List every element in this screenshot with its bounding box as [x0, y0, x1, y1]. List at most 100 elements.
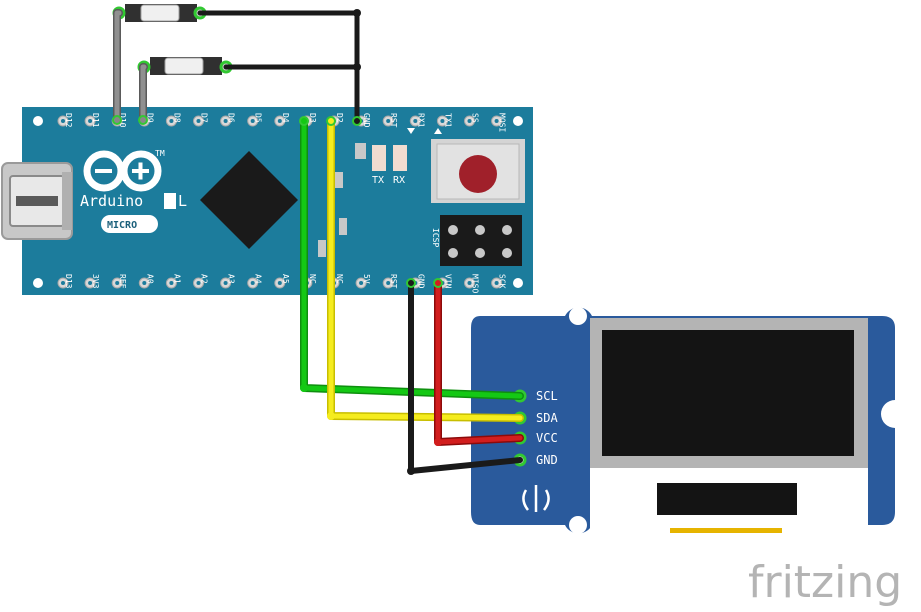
top-pin-hole [223, 119, 228, 123]
oled-mount-hole [887, 405, 905, 423]
oled-module: SCL SDA VCC GND [471, 307, 905, 534]
bottom-pin-label: A0 [145, 274, 154, 284]
mounting-hole [33, 278, 43, 288]
top-pin-hole [277, 119, 282, 123]
pin-marker [434, 128, 442, 134]
top-pin-hole [250, 119, 255, 123]
wire-node [406, 278, 416, 288]
bottom-pin-label: 5V [362, 274, 371, 284]
wire-node [353, 63, 361, 71]
arduino-micro-board: TM Arduino L MICRO TX RX ICSP [1, 107, 533, 295]
top-pin-label: D4 [281, 113, 290, 123]
bottom-pin-hole [359, 281, 364, 285]
oled-mount-hole [569, 307, 587, 325]
wire-node [112, 115, 122, 125]
smd-component [318, 240, 326, 257]
oled-screen [602, 330, 854, 456]
icsp-header [440, 215, 522, 266]
led-rx [393, 145, 407, 171]
brand-suffix-box [164, 193, 176, 209]
top-pin-label: D7 [200, 113, 209, 123]
top-pin-label: D10 [118, 113, 127, 128]
wire-node [352, 116, 362, 126]
oled-pin-label: SCL [536, 389, 558, 403]
wire-node [299, 116, 309, 126]
bottom-pin-hole [467, 281, 472, 285]
bottom-pin-label: REF [118, 274, 127, 289]
fritzing-watermark: fritzing [748, 557, 902, 608]
arduino-model-label: MICRO [107, 220, 137, 231]
arduino-brand-suffix: L [178, 192, 187, 210]
wire-gray-d11-inner [114, 10, 122, 123]
top-pin-label: GND [362, 113, 371, 128]
pushbutton-2[interactable] [137, 57, 233, 75]
mounting-hole [33, 116, 43, 126]
led-tx-label: TX [372, 175, 384, 186]
mounting-hole [513, 116, 523, 126]
arduino-logo: TM [83, 149, 165, 192]
reset-button[interactable] [431, 139, 525, 203]
top-pin-hole [196, 119, 201, 123]
wires [112, 9, 524, 475]
led-tx [372, 145, 386, 171]
top-pin-label: D8 [172, 113, 181, 123]
smd-component [355, 143, 366, 159]
top-pin-label: D6 [227, 113, 236, 123]
wire-node [138, 115, 148, 125]
top-pin-hole [494, 119, 499, 123]
icsp-label: ICSP [431, 228, 440, 247]
arduino-brand-label: Arduino [80, 192, 143, 210]
bottom-pin-hole [223, 281, 228, 285]
oled-mount-hole [569, 516, 587, 534]
top-pin-label: D2 [335, 113, 344, 123]
wire-node [433, 278, 443, 288]
bottom-pin-hole [494, 281, 499, 285]
wire-node [434, 438, 442, 446]
bottom-pin-label: A1 [172, 274, 181, 284]
bottom-pin-label: RST [389, 274, 398, 289]
top-pin-label: RST [389, 113, 398, 128]
pushbutton-1[interactable] [112, 4, 207, 22]
oled-ribbon [657, 483, 797, 515]
bottom-pin-hole [250, 281, 255, 285]
model-badge [101, 215, 158, 233]
smd-component [339, 218, 347, 235]
bottom-pin-hole [196, 281, 201, 285]
wire-node [326, 116, 336, 126]
bottom-pin-label: NC [308, 274, 317, 284]
top-pin-hole [386, 119, 391, 123]
wire-node [407, 467, 415, 475]
bottom-pin-hole [115, 281, 120, 285]
bottom-pin-hole [142, 281, 147, 285]
bottom-pin-hole [169, 281, 174, 285]
arduino-tm-label: TM [155, 149, 165, 158]
bottom-pin-label: GND [416, 274, 425, 289]
pin-marker [407, 128, 415, 134]
top-pin-label: SS [471, 113, 480, 123]
microcontroller-chip [200, 151, 298, 249]
bottom-pin-label: D13 [64, 274, 73, 289]
bottom-pin-hole [386, 281, 391, 285]
bottom-pin-label: A2 [200, 274, 209, 284]
oled-ribbon-strip [670, 528, 782, 533]
bottom-pin-label: A4 [254, 274, 263, 284]
top-pin-label: D12 [64, 113, 73, 128]
bottom-pin-label: VIN [443, 274, 452, 289]
bottom-pin-label: A5 [281, 274, 290, 284]
seeed-logo-icon [522, 485, 550, 512]
oled-pin-label: SDA [536, 411, 558, 425]
mounting-hole [513, 278, 523, 288]
oled-pin-label: GND [536, 453, 558, 467]
top-pin-label: TX1 [443, 113, 452, 128]
bottom-pin-label: SCK [498, 274, 507, 289]
bottom-pin-hole [277, 281, 282, 285]
bottom-pin-label: MISO [471, 274, 480, 293]
top-pin-label: RX1 [416, 113, 425, 128]
top-pin-label: D11 [91, 113, 100, 128]
smd-component [335, 172, 343, 188]
oled-pin-label: VCC [536, 431, 558, 445]
wire-node [353, 9, 361, 17]
bottom-pin-label: 3V3 [91, 274, 100, 289]
bottom-pin-hole [61, 281, 65, 285]
